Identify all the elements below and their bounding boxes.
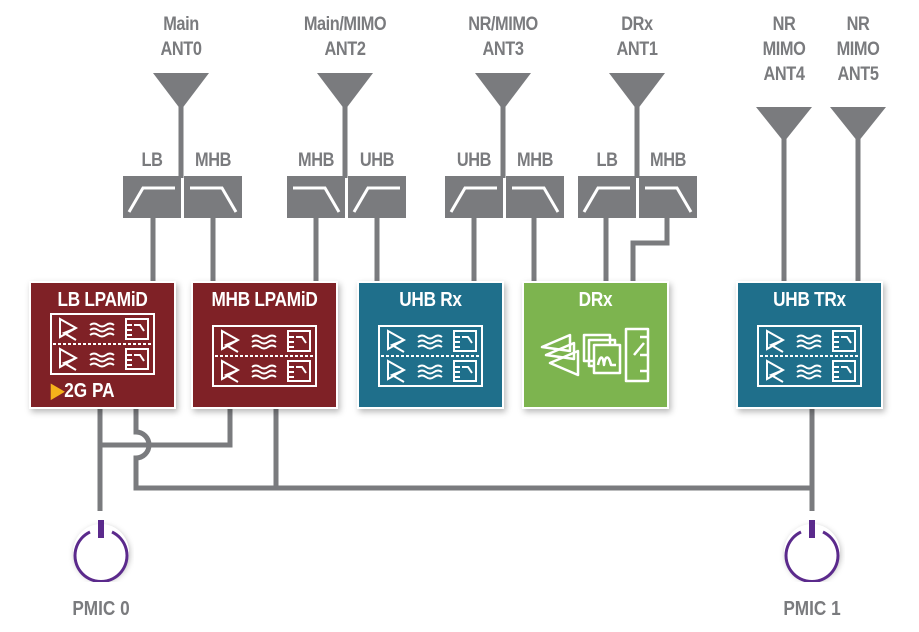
filter-label: MHB xyxy=(517,150,553,171)
pmic0-power-icon[interactable] xyxy=(68,516,134,582)
filter-highpass-icon xyxy=(348,176,406,218)
filter-highpass-icon xyxy=(445,176,503,218)
pmic1-label: PMIC 1 xyxy=(783,598,841,620)
fem-icon xyxy=(757,325,862,387)
filter-label: LB xyxy=(141,150,163,171)
antenna-icon-ant4 xyxy=(756,107,812,142)
module-title: UHB TRx xyxy=(773,289,846,311)
fem-icon xyxy=(50,313,155,375)
filter-lowpass-icon xyxy=(639,176,697,218)
filter-label: MHB xyxy=(650,150,686,171)
module-uhb-trx[interactable]: UHB TRx xyxy=(736,281,883,409)
pa-2g-label: ▶2G PA xyxy=(51,380,115,402)
module-title: LB LPAMiD xyxy=(57,289,148,311)
filter-lowpass-icon xyxy=(506,176,564,218)
filter-label: MHB xyxy=(298,150,334,171)
antenna-icon-ant3 xyxy=(475,73,531,110)
fem-icon xyxy=(378,325,483,387)
antenna-icon-ant0 xyxy=(153,73,209,110)
filter-lowpass-icon xyxy=(287,176,345,218)
pmic0-label: PMIC 0 xyxy=(72,598,130,620)
wire-lb-bus xyxy=(133,406,812,491)
module-title: DRx xyxy=(578,289,613,311)
filter-label: UHB xyxy=(359,150,395,171)
module-uhb-rx[interactable]: UHB Rx xyxy=(357,281,504,409)
antenna-icon-ant5 xyxy=(830,107,886,142)
module-lb-lpamid[interactable]: LB LPAMiD ▶2G PA xyxy=(29,281,176,409)
wire-mhb-pmic0 xyxy=(100,406,233,448)
module-title: UHB Rx xyxy=(399,289,462,311)
module-title: MHB LPAMiD xyxy=(211,289,318,311)
module-drx[interactable]: DRx xyxy=(522,281,669,409)
module-mhb-lpamid[interactable]: MHB LPAMiD xyxy=(191,281,338,409)
filter-highpass-icon xyxy=(123,176,181,218)
drx-icon xyxy=(540,327,650,383)
filter-highpass-icon xyxy=(578,176,636,218)
filter-label: MHB xyxy=(195,150,231,171)
triangle-play-icon: ▶ xyxy=(51,380,65,402)
filter-label: LB xyxy=(596,150,618,171)
filter-lowpass-icon xyxy=(184,176,242,218)
antenna-icon-ant2 xyxy=(317,73,373,110)
fem-icon xyxy=(212,325,317,387)
pmic1-power-icon[interactable] xyxy=(779,516,845,582)
filter-banks xyxy=(123,176,697,218)
wire-mhb-ant1 xyxy=(630,218,670,282)
filter-label: UHB xyxy=(456,150,492,171)
antenna-icon-ant1 xyxy=(609,73,665,110)
